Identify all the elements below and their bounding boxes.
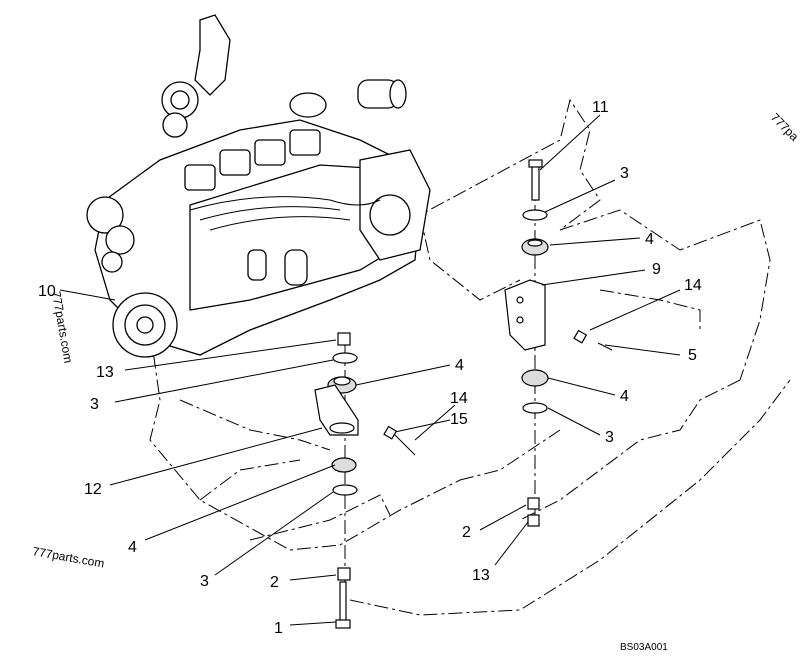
front-mount-stack [314, 332, 359, 629]
callout-15: 15 [450, 411, 468, 428]
rear-side-bolt [573, 329, 613, 351]
callout-3: 3 [200, 573, 209, 590]
callout-1: 1 [274, 620, 283, 637]
front-side-bolt [383, 425, 416, 456]
callout-4: 4 [455, 357, 464, 374]
callout-13: 13 [96, 364, 114, 381]
callout-12: 12 [84, 481, 102, 498]
callout-5: 5 [688, 347, 697, 364]
callout-3: 3 [605, 429, 614, 446]
watermark-left-vertical: 777parts.com [49, 290, 75, 364]
callout-2: 2 [462, 524, 471, 541]
callout-2: 2 [270, 574, 279, 591]
callout-10: 10 [38, 283, 56, 300]
drawing-code: BS03A001 [620, 642, 668, 653]
rear-mount-stack [504, 159, 549, 527]
callout-4: 4 [620, 388, 629, 405]
callout-labels: 11 3 4 9 14 5 10 13 3 4 14 15 4 3 12 4 3… [38, 99, 702, 637]
callout-4: 4 [128, 539, 137, 556]
callout-14: 14 [684, 277, 702, 294]
callout-4: 4 [645, 231, 654, 248]
callout-11: 11 [592, 99, 609, 116]
callout-3: 3 [620, 165, 629, 182]
callout-13: 13 [472, 567, 490, 584]
leader-lines [59, 114, 681, 626]
callout-14: 14 [450, 390, 468, 407]
callout-3: 3 [90, 396, 99, 413]
engine-illustration [86, 14, 431, 358]
callout-9: 9 [652, 261, 661, 278]
watermark-bottom-left: 777parts.com [31, 544, 105, 570]
watermark-top-right: 777pa [768, 110, 800, 144]
